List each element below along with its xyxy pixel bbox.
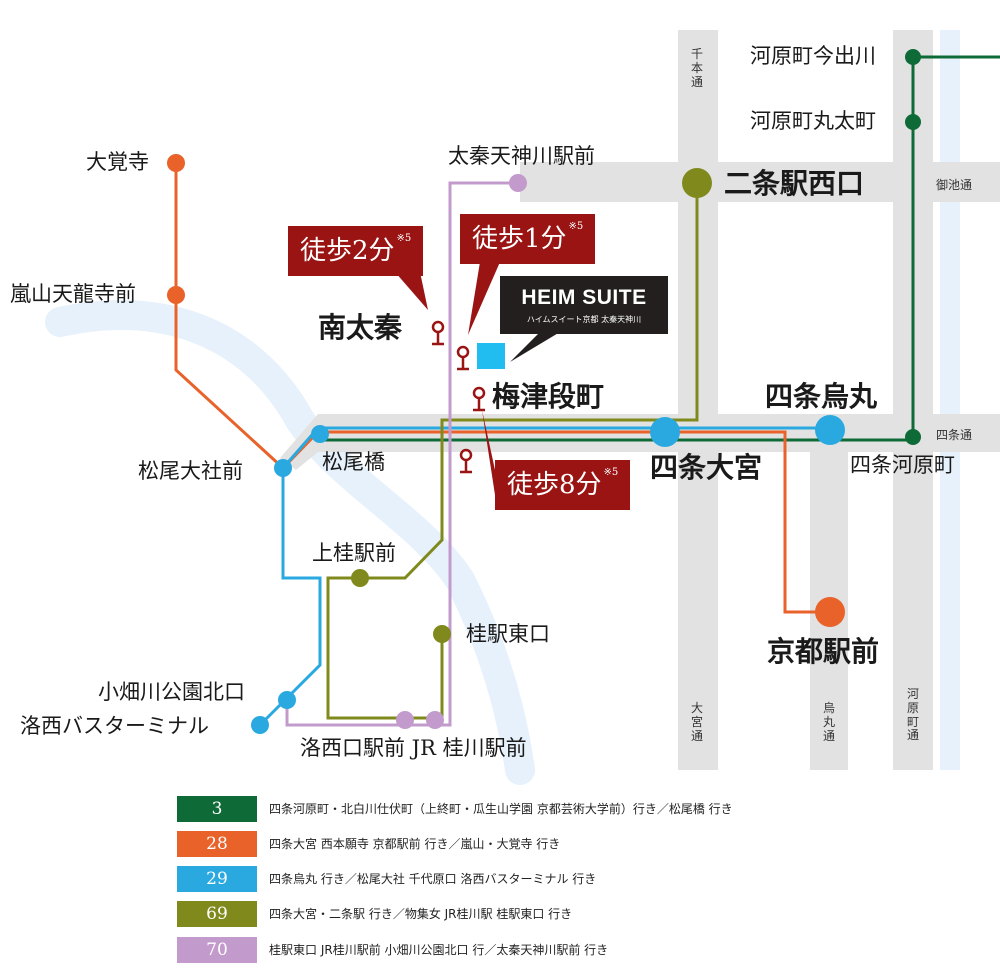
stop-label-matsuobashi: 松尾橋 — [322, 450, 385, 474]
walk-8-text: 徒歩8分 — [507, 470, 602, 500]
walk-2-text: 徒歩2分 — [300, 236, 395, 266]
walk-callout-2min: 徒歩2分※5 — [288, 226, 424, 276]
road-label-senbon: 千本通 — [690, 47, 703, 89]
kamo-river — [940, 30, 960, 770]
stop-dot-rakusai-jr-2 — [426, 711, 444, 729]
road-label-oike: 御池通 — [936, 178, 973, 192]
karasuma-road — [810, 420, 848, 770]
walk-callout-1min: 徒歩1分※5 — [460, 214, 596, 264]
road-label-omiya: 大宮通 — [690, 701, 703, 743]
road-label-karasuma: 烏丸通 — [822, 701, 835, 743]
stop-label-shijo-omiya: 四条大宮 — [650, 451, 763, 484]
stop-label-kyoto-station: 京都駅前 — [767, 635, 880, 668]
stop-label-arashiyama: 嵐山天龍寺前 — [10, 282, 136, 306]
property-name: HEIM SUITE — [521, 286, 647, 309]
bus-stop-icon — [472, 386, 486, 412]
bus-stop-icon — [431, 320, 445, 346]
stop-label-shijo-karasuma: 四条烏丸 — [765, 380, 878, 413]
legend-route-badge: 70 — [177, 937, 257, 963]
legend-route-badge: 29 — [177, 866, 257, 892]
walk-8-note: ※5 — [603, 467, 619, 478]
legend-route-text: 四条大宮 西本願寺 京都駅前 行き／嵐山・大覚寺 行き — [269, 837, 561, 851]
walk-1-pointer — [468, 262, 500, 335]
road-label-shijo: 四条通 — [936, 428, 973, 442]
stop-dot-shijo-omiya — [650, 417, 680, 447]
stop-dot-daikakuji — [167, 154, 185, 172]
walk-1-note: ※5 — [568, 221, 584, 232]
stop-label-rakusai-terminal: 洛西バスターミナル — [20, 714, 209, 738]
property-marker — [477, 343, 505, 369]
legend-route-text: 四条河原町・北白川仕伏町（上終町・瓜生山学園 京都芸術大学前）行き／松尾橋 行き — [269, 802, 733, 816]
stop-dot-rakusai-jr-1 — [396, 711, 414, 729]
legend-route-badge: 3 — [177, 796, 257, 822]
legend-route-text: 四条烏丸 行き／松尾大社 千代原口 洛西バスターミナル 行き — [269, 872, 597, 886]
stop-dot-kamikatsura — [351, 569, 369, 587]
stop-dot-shijo-karasuma — [815, 415, 845, 445]
stop-dot-matsuobashi — [311, 425, 329, 443]
katsura-river — [45, 300, 535, 785]
stop-label-daikakuji: 大覚寺 — [86, 150, 149, 174]
stop-dot-imadegawa — [905, 49, 921, 65]
route-3-line — [318, 55, 1000, 442]
stop-label-obatagawa: 小畑川公園北口 — [98, 680, 245, 704]
stop-label-nijo-west: 二条駅西口 — [724, 167, 865, 200]
walk-callout-8min: 徒歩8分※5 — [495, 460, 631, 510]
stop-label-minami-uzumasa: 南太秦 — [318, 311, 403, 344]
stop-dot-arashiyama — [167, 286, 185, 304]
stop-label-kawaramachi-marutamachi: 河原町丸太町 — [750, 109, 876, 133]
property-callout-pointer — [510, 332, 560, 362]
walk-2-note: ※5 — [396, 233, 412, 244]
road-label-kawaramachi: 河原町通 — [906, 687, 919, 743]
stop-dot-shijo-kawaramachi — [905, 429, 921, 445]
property-subname: ハイムスイート京都 太秦天神川 — [526, 315, 642, 324]
stop-label-kamikatsura: 上桂駅前 — [312, 541, 396, 565]
stop-label-shijo-kawaramachi: 四条河原町 — [850, 453, 955, 477]
stop-dot-obatagawa — [278, 691, 296, 709]
stop-dot-matsuo-taisha — [274, 459, 292, 477]
route-70-line — [285, 181, 518, 727]
stop-label-kawaramachi-imadegawa: 河原町今出川 — [750, 44, 876, 68]
walk-8-pointer — [482, 410, 495, 495]
stop-label-umezu-danmachi: 梅津段町 — [492, 380, 605, 413]
bus-stop-icon — [456, 345, 470, 371]
stop-label-matsuo-taisha: 松尾大社前 — [138, 459, 243, 483]
stop-label-katsura-east: 桂駅東口 — [466, 622, 550, 646]
stop-dot-uzumasa-tenjingawa — [509, 174, 527, 192]
bus-stop-icon — [459, 448, 473, 474]
stop-dot-rakusai-terminal — [251, 716, 269, 734]
stop-label-rakusai-jr: 洛西口駅前 JR 桂川駅前 — [300, 736, 527, 760]
stop-dot-nijo-west — [682, 168, 712, 198]
oike-road — [520, 162, 1000, 202]
walk-2-pointer — [395, 272, 428, 310]
legend-route-badge: 69 — [177, 901, 257, 927]
stop-dot-katsura-east — [433, 625, 451, 643]
legend-route-text: 桂駅東口 JR桂川駅前 小畑川公園北口 行／太秦天神川駅前 行き — [269, 943, 609, 957]
stop-dot-kyoto-station — [815, 597, 845, 627]
legend-route-badge: 28 — [177, 831, 257, 857]
walk-1-text: 徒歩1分 — [472, 224, 567, 254]
stop-label-uzumasa-tenjingawa: 太秦天神川駅前 — [448, 144, 595, 168]
stop-dot-marutamachi — [905, 114, 921, 130]
legend-route-text: 四条大宮・二条駅 行き／物集女 JR桂川駅 桂駅東口 行き — [269, 907, 573, 921]
property-label: HEIM SUITE ハイムスイート京都 太秦天神川 — [500, 276, 668, 334]
